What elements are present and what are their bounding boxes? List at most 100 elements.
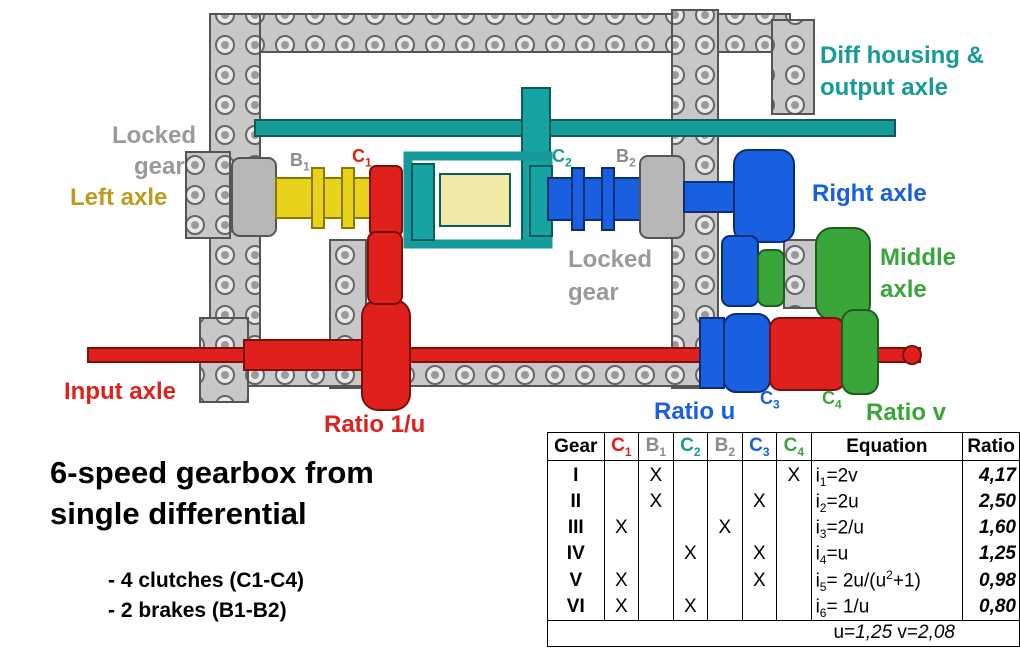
ratio-cell: 1,60: [962, 515, 1020, 542]
right-upright: [771, 19, 815, 115]
footer-v-value: 2,08: [918, 622, 955, 644]
mark-cell: X: [603, 515, 640, 542]
mark-cell: X: [776, 460, 812, 490]
equation-cell: i5= 2u/(u2+1): [810, 567, 964, 594]
label-locked-gear-mid-1: Locked: [568, 246, 653, 273]
middle-axle-block: [783, 239, 821, 309]
mark-cell: X: [638, 489, 674, 516]
footer-v-label: v=: [892, 622, 919, 644]
table-row: VI X X i6= 1/u 0,80: [547, 593, 1020, 621]
input-axle-group: [87, 231, 922, 411]
right-axle-ring-2: [601, 167, 615, 231]
mark-cell: [776, 489, 812, 516]
left-axle: [275, 177, 387, 219]
left-locked-gear: [231, 157, 277, 237]
right-axle-group: [547, 149, 795, 307]
mark-cell: [672, 515, 709, 542]
label-ratio-u: Ratio u: [654, 398, 736, 425]
label-middle-axle-2: axle: [880, 276, 927, 303]
label-right-axle: Right axle: [812, 180, 927, 207]
header-equation: Equation: [810, 432, 964, 461]
feature-clutches: - 4 clutches (C1-C4): [108, 569, 305, 592]
footer-cell: u=1,25 v=2,08: [547, 619, 1020, 647]
mark-cell: [603, 489, 640, 516]
feature-list: - 4 clutches (C1-C4) - 2 brakes (B1-B2): [108, 566, 304, 626]
label-left-axle: Left axle: [70, 184, 168, 211]
header-gear: Gear: [547, 432, 605, 461]
mark-cell: X: [741, 541, 778, 568]
table-footer-row: u=1,25 v=2,08: [547, 619, 1020, 647]
left-axle-block: [185, 151, 231, 239]
page-title: 6-speed gearbox from single differential: [50, 452, 374, 534]
diff-core: [439, 173, 511, 227]
equation-cell: i2=2u: [810, 489, 964, 516]
input-red-stack: [769, 317, 845, 391]
equation-cell: i3=2/u: [810, 515, 964, 542]
tag-c3: C3: [760, 388, 780, 412]
equation-cell: i1=2v: [810, 460, 964, 490]
header-c1: C1: [603, 432, 640, 461]
ratio-cell: 4,17: [962, 460, 1020, 490]
mark-cell: X: [707, 515, 743, 542]
gear-cell: III: [547, 515, 605, 542]
gear-ratio-table: Gear C1 B1 C2 B2 C3 C4 Equation Ratio I …: [547, 432, 1020, 647]
label-input-axle: Input axle: [64, 378, 177, 405]
ratio-cell: 0,98: [962, 567, 1020, 594]
middle-axle-group: [757, 227, 871, 321]
label-output-axle: output axle: [820, 74, 949, 101]
output-axle: [254, 119, 896, 137]
header-b1: B1: [638, 432, 674, 461]
mark-cell: X: [672, 593, 709, 621]
mark-cell: [672, 567, 709, 594]
title-line-2: single differential: [50, 496, 307, 531]
gear-cell: IV: [547, 541, 605, 568]
tag-c4: C4: [822, 388, 842, 412]
ratio-cell: 1,25: [962, 541, 1020, 568]
diff-inner-gear-left: [411, 163, 435, 241]
tag-c1: C1: [352, 146, 372, 170]
table-row: V X X i5= 2u/(u2+1) 0,98: [547, 567, 1020, 594]
mark-cell: [776, 567, 812, 594]
left-axle-ring-1: [311, 167, 325, 229]
mark-cell: [707, 489, 743, 516]
gear-cell: II: [547, 489, 605, 516]
mark-cell: X: [603, 567, 640, 594]
mark-cell: [741, 460, 778, 490]
mark-cell: [741, 515, 778, 542]
mark-cell: [638, 541, 674, 568]
mark-cell: X: [672, 541, 709, 568]
ratio-cell: 0,80: [962, 593, 1020, 621]
right-locked-gear: [639, 155, 685, 239]
mark-cell: X: [741, 567, 778, 594]
gear-cell: VI: [547, 593, 605, 621]
footer-u-label: u=: [833, 622, 856, 644]
label-ratio-v: Ratio v: [866, 399, 947, 426]
header-c4: C4: [776, 432, 812, 461]
gear-cell: V: [547, 567, 605, 594]
mark-cell: [707, 567, 743, 594]
mark-cell: [672, 460, 709, 490]
left-axle-ring-2: [341, 167, 355, 229]
equation-cell: i4=u: [810, 541, 964, 568]
tag-b2: B2: [616, 146, 636, 170]
input-axle-hub: [243, 339, 365, 371]
mark-cell: [638, 515, 674, 542]
ratio-v-gear: [841, 309, 879, 395]
mark-cell: [741, 593, 778, 621]
middle-gear-small: [757, 249, 785, 307]
left-axle-group: [231, 157, 403, 237]
label-locked-gear-left-1: Locked: [112, 122, 197, 149]
ratio-1u-gear: [361, 299, 411, 411]
mark-cell: [707, 593, 743, 621]
mark-cell: [776, 541, 812, 568]
label-middle-axle-1: Middle: [880, 244, 956, 271]
clutch-c3: [699, 317, 725, 389]
table-header-row: Gear C1 B1 C2 B2 C3 C4 Equation Ratio: [547, 432, 1020, 461]
header-c2: C2: [672, 432, 709, 461]
equation-cell: i6= 1/u: [810, 593, 964, 621]
mark-cell: X: [741, 489, 778, 516]
ratio-u-gear: [723, 313, 771, 393]
right-axle-tail: [683, 181, 735, 213]
mark-cell: [603, 541, 640, 568]
